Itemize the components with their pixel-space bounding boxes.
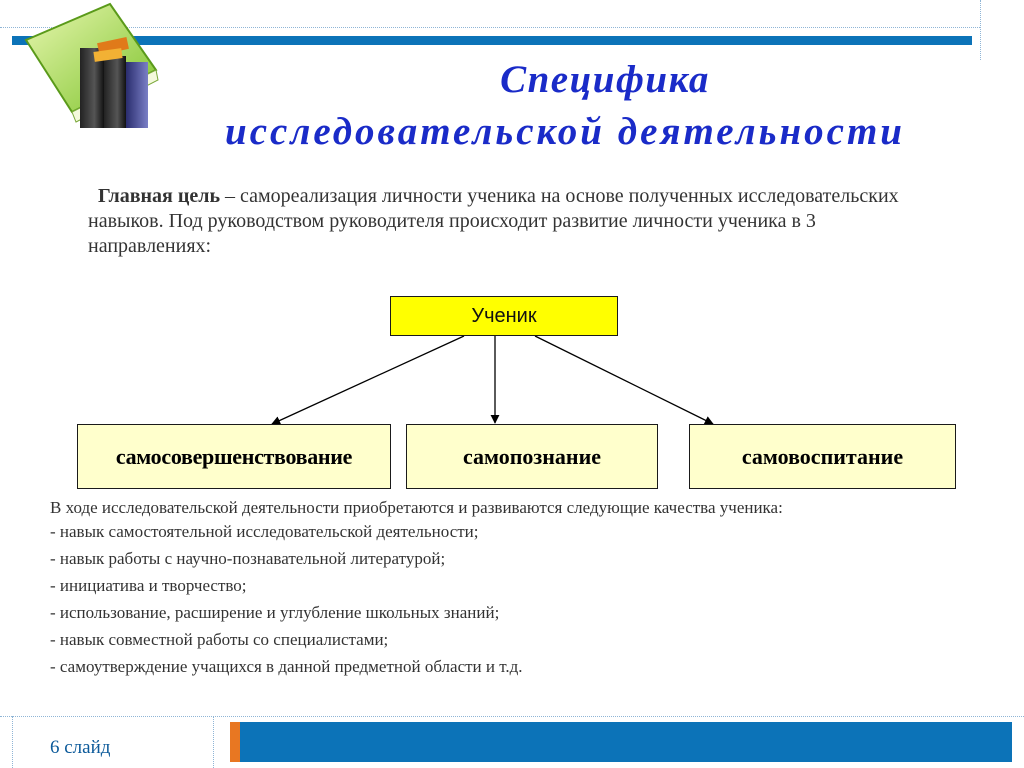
student-box: Ученик [390,296,618,336]
intro-lead: Главная цель [98,185,221,207]
arrow-to-self-education [534,335,714,425]
list-item: - навык работы с научно-познавательной л… [50,549,446,568]
right-dotted-line [980,0,981,60]
books-icon [24,2,159,128]
list-item: - использование, расширение и углубление… [50,603,500,622]
slide-title: Специфика исследовательской деятельности [150,54,980,158]
footer-dotted-divider [213,716,214,768]
qualities-list: В ходе исследовательской деятельности пр… [50,497,965,680]
intro-text: – самореализация личности ученика на осн… [88,185,899,257]
top-dotted-line [0,27,980,28]
self-knowledge-box: самопознание [406,424,658,489]
slide-number: 6 слайд [50,737,111,758]
list-item: - инициатива и творчество; [50,576,247,595]
title-line-2: исследовательской деятельности [225,110,905,153]
arrow-to-self-improvement [271,335,465,425]
bottom-dotted-line [0,716,1024,717]
self-improvement-box: самосовершенствование [77,424,391,489]
header-rule [12,36,972,45]
title-line-1: Специфика [500,58,710,101]
intro-paragraph: Главная цель – самореализация личности у… [88,184,938,259]
list-item: - навык самостоятельной исследовательско… [50,522,479,541]
list-item: - навык совместной работы со специалиста… [50,630,389,649]
list-item: - самоутверждение учащихся в данной пред… [50,657,523,676]
footer-accent [230,722,240,762]
qualities-lead: В ходе исследовательской деятельности пр… [50,498,783,517]
footer-bar [240,722,1012,762]
self-education-box: самовоспитание [689,424,956,489]
left-dotted-line [12,716,13,768]
